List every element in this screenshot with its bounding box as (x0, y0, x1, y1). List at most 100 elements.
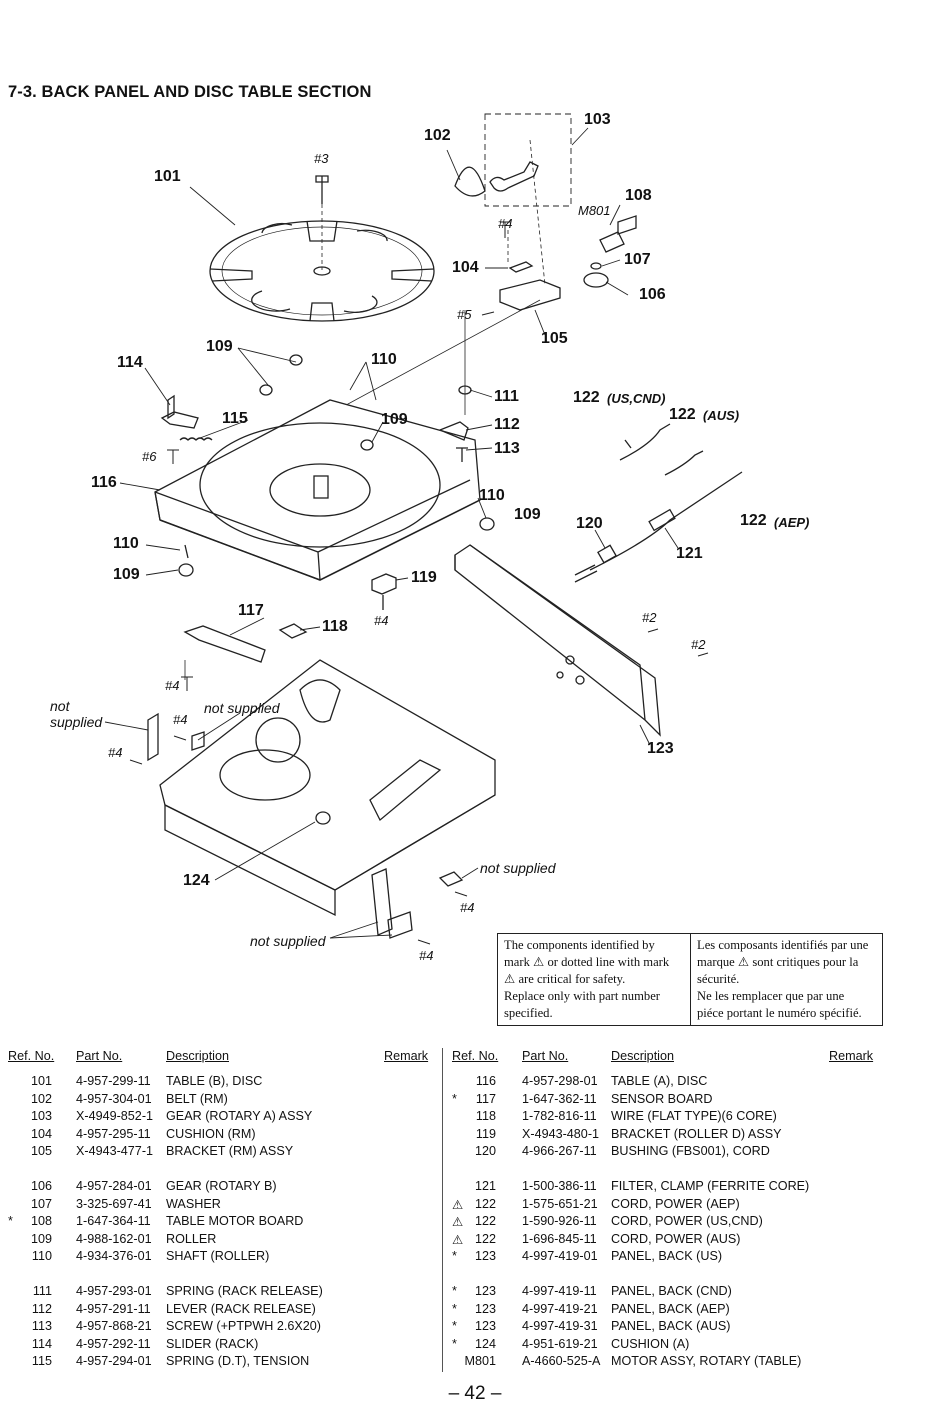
row-description: SENSOR BOARD (611, 1091, 713, 1106)
not-supplied-label: not supplied (250, 933, 326, 949)
spring-tension (179, 437, 213, 441)
row-description: WIRE (FLAT TYPE)(6 CORE) (611, 1109, 777, 1123)
table-motor (599, 215, 637, 253)
row-description: FILTER, CLAMP (FERRITE CORE) (611, 1179, 810, 1193)
row-part-no: 4-957-292-11 (76, 1336, 151, 1351)
row-description: WASHER (166, 1196, 221, 1211)
row-part-no: X-4949-852-1 (76, 1109, 154, 1123)
row-description: BRACKET (ROLLER D) ASSY (611, 1126, 782, 1141)
row-part-no: 4-957-299-11 (76, 1074, 151, 1088)
row-ref-no: 120 (474, 1144, 496, 1158)
row-ref-no: 104 (30, 1126, 52, 1141)
parts-list-right: Ref. No. Part No. Description Remark 116… (452, 1049, 874, 1372)
row-part-no: 4-997-419-11 (522, 1284, 597, 1298)
power-cord-us (619, 423, 671, 461)
row-mark: * (452, 1091, 457, 1106)
row-description: CORD, POWER (US,CND) (611, 1214, 763, 1228)
row-ref-no: 122 (474, 1231, 496, 1246)
header-remark: Remark (384, 1049, 429, 1063)
row-part-no: 4-957-284-01 (76, 1179, 152, 1193)
parts-list-left: Ref. No. Part No. Description Remark 101… (8, 1049, 428, 1372)
row-ref-no: 108 (30, 1214, 52, 1228)
row-description: SCREW (+PTPWH 2.6X20) (166, 1319, 322, 1333)
not-supplied-label: not supplied (480, 860, 556, 876)
ref-label: 120 (576, 515, 603, 532)
header-ref-no: Ref. No. (8, 1049, 55, 1063)
row-description: PANEL, BACK (US) (611, 1249, 723, 1263)
ref-label: 114 (117, 354, 143, 371)
row-description: TABLE MOTOR BOARD (166, 1214, 304, 1228)
ref-label: 110 (113, 535, 139, 552)
screw-label: #2 (691, 637, 706, 652)
row-description: PANEL, BACK (AUS) (611, 1319, 731, 1333)
screw-label: #4 (460, 900, 475, 915)
column-divider (442, 1048, 443, 1372)
gear-rotary-a-box (484, 113, 572, 207)
row-part-no: 4-957-298-01 (522, 1074, 598, 1088)
exploded-view-diagram (104, 113, 743, 945)
row-part-no: 4-957-294-01 (76, 1354, 152, 1368)
ref-label: 119 (411, 569, 437, 586)
ref-label: 106 (639, 286, 666, 303)
safety-note-english: The components identified by mark ⚠ or d… (504, 938, 670, 1020)
back-panel (454, 544, 661, 737)
variant-label: (AUS) (703, 408, 740, 423)
row-ref-no: 113 (31, 1319, 52, 1333)
row-ref-no: 123 (474, 1284, 496, 1298)
row-mark: * (452, 1336, 457, 1351)
parts-list-header: Ref. No. Part No. Description Remark (452, 1049, 874, 1069)
ref-label: 107 (624, 251, 651, 268)
bracket-rm (499, 261, 561, 311)
row-description: SPRING (RACK RELEASE) (166, 1284, 323, 1298)
belt (454, 166, 486, 197)
row-ref-no: 111 (32, 1284, 52, 1298)
ref-label: 116 (91, 474, 117, 491)
power-cord-aep (589, 471, 743, 571)
header-remark: Remark (829, 1049, 874, 1063)
row-mark: ⚠ (452, 1197, 464, 1212)
ref-label: 103 (584, 111, 611, 128)
screw-label: #2 (642, 610, 657, 625)
row-description: BRACKET (RM) ASSY (166, 1144, 294, 1158)
row-description: ROLLER (166, 1231, 217, 1246)
row-part-no: 1-696-845-11 (522, 1231, 597, 1246)
row-ref-no: 106 (30, 1179, 52, 1193)
row-description: CUSHION (A) (611, 1336, 690, 1351)
safety-note-box: The components identified by mark ⚠ or d… (497, 933, 883, 1026)
screw-label: #3 (314, 151, 329, 166)
row-mark: ⚠ (452, 1215, 464, 1229)
row-ref-no: 118 (475, 1109, 496, 1123)
ref-label: 118 (322, 618, 348, 635)
screw-label: #6 (142, 449, 157, 464)
page-number: – 42 – (448, 1383, 502, 1404)
variant-label: (AEP) (774, 515, 810, 530)
row-ref-no: 114 (31, 1336, 52, 1351)
header-ref-no: Ref. No. (452, 1049, 499, 1063)
row-mark: * (452, 1319, 457, 1333)
section-title: 7-3. BACK PANEL AND DISC TABLE SECTION (8, 83, 372, 101)
ref-label: 109 (381, 411, 408, 428)
row-description: BELT (RM) (166, 1091, 228, 1106)
parts-list-header: Ref. No. Part No. Description Remark (8, 1049, 428, 1069)
ref-label: 123 (647, 740, 674, 757)
row-ref-no: 112 (31, 1301, 52, 1316)
row-part-no: 4-934-376-01 (76, 1249, 152, 1263)
row-description: PANEL, BACK (AEP) (611, 1301, 730, 1316)
row-part-no: 4-988-162-01 (76, 1231, 152, 1246)
row-part-no: 4-957-293-01 (76, 1284, 152, 1298)
